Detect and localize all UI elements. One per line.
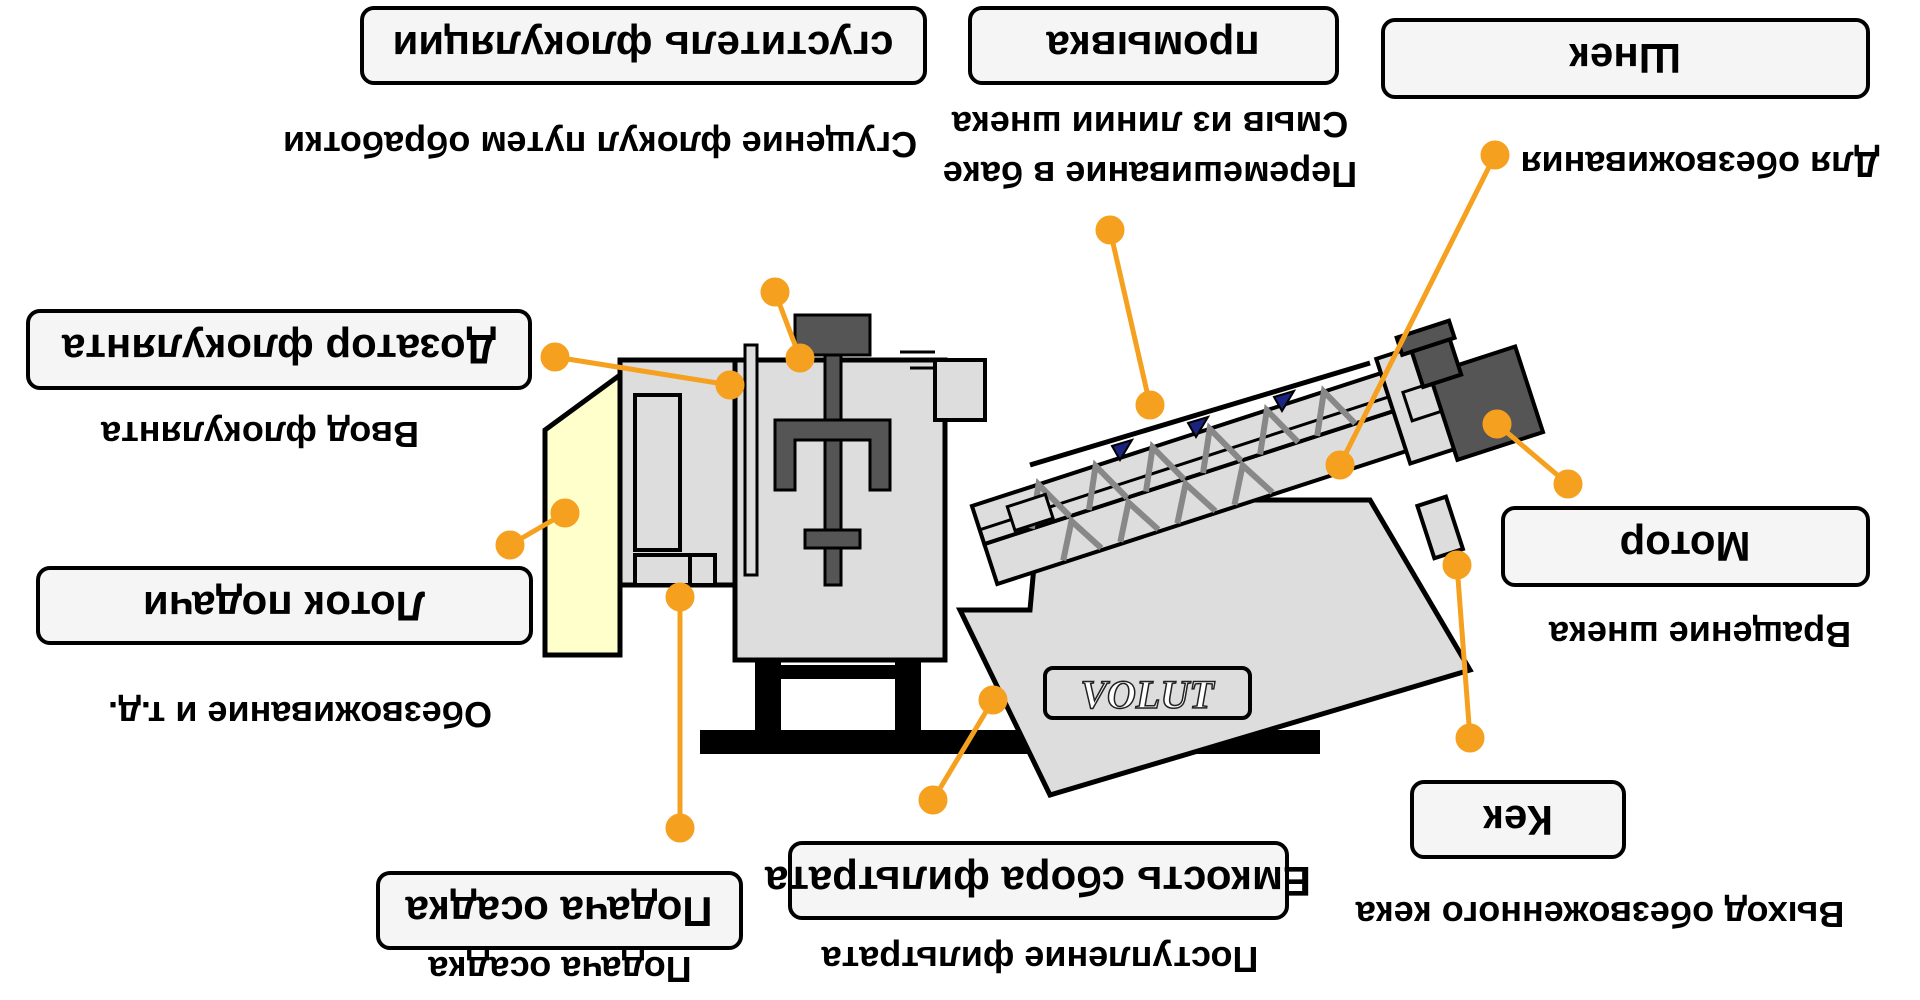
callout-dot-reactor-top <box>760 277 790 307</box>
desc-left-1: Ввод флокулянта <box>100 414 419 455</box>
callout-dot-spray <box>1135 390 1165 420</box>
callout-dot-flocculant-left <box>540 342 570 372</box>
desc-right-2: Вращение шнека <box>1548 614 1851 655</box>
spray-nozzle-2 <box>1186 415 1211 439</box>
callout-dot-flocculant <box>715 370 745 400</box>
drive-motor <box>1394 318 1546 463</box>
reactor-vent-lines <box>900 350 935 370</box>
reactor-side-box <box>933 358 987 422</box>
callout-dot-spray-top <box>1095 215 1125 245</box>
desc-top-1: Смыв из линии шнека <box>951 104 1348 145</box>
desc-bottom-2: Поступление фильтрата <box>821 939 1259 980</box>
label-box-bottom-mid: Емкость сбора фильтрата <box>764 841 1311 920</box>
desc-left-2: Обезвоживание и т.д. <box>108 694 492 735</box>
label-box-left-mid: Лоток подачи <box>36 566 533 645</box>
box-top-right-text: Шнек <box>1568 35 1681 82</box>
label-box-right-bottom: Кек <box>1410 780 1626 859</box>
separator-body <box>956 497 1474 799</box>
label-box-bottom-left: Подача осадка <box>376 871 743 950</box>
callout-dot-cake <box>1442 550 1472 580</box>
logo-plate <box>1043 666 1252 720</box>
label-box-left-top: Дозатор флокулянта <box>26 309 532 390</box>
callout-dot-hopper <box>550 498 580 528</box>
box-left-mid-text: Лоток подачи <box>143 583 425 630</box>
label-box-top-left: сгуститель флокуляции <box>360 6 927 85</box>
callout-dot-hopper-left <box>495 530 525 560</box>
callout-dot-reactor <box>785 343 815 373</box>
machine-illustration: VOLUT <box>542 313 1546 799</box>
box-top-left-text: сгуститель флокуляции <box>393 23 894 70</box>
callout-dot-screw <box>1325 450 1355 480</box>
desc-right-3: Выход обезвоженного кека <box>1355 894 1845 935</box>
reactor-paddle-bottom <box>803 528 862 550</box>
screw-flights <box>1028 385 1358 562</box>
box-left-top-text: Дозатор флокулянта <box>61 326 496 373</box>
label-box-top-right: Шнек <box>1381 18 1870 99</box>
spray-nozzle-1 <box>1110 438 1135 462</box>
reactor-paddle-frame <box>773 418 892 492</box>
reactor-shaft <box>823 353 843 587</box>
tank-leg-bar <box>755 665 921 679</box>
label-box-top-mid: промывка <box>968 6 1339 85</box>
screw-cylinder <box>969 334 1480 587</box>
callout-dot-cake-bottom <box>1455 723 1485 753</box>
callout-lines <box>495 140 1583 843</box>
desc-top-3: Сгущение флокул путем обработки <box>283 124 917 165</box>
callout-dot-filtrate <box>978 685 1008 715</box>
reactor-inner-pipe <box>743 343 759 577</box>
callout-dot-filtrate-bottom <box>918 785 948 815</box>
logo-text: VOLUT <box>1080 672 1215 717</box>
callout-dot-screw-top <box>1480 140 1510 170</box>
box-bottom-left-text: Подача осадка <box>405 888 713 935</box>
box-top-mid-text: промывка <box>1046 23 1260 70</box>
callout-dot-motor-right <box>1553 469 1583 499</box>
box-right-bottom-text: Кек <box>1482 797 1553 844</box>
screw-inlet-block <box>1005 492 1055 533</box>
cabinet-window <box>633 393 682 552</box>
spray-header <box>1029 360 1371 468</box>
tank-leg-right <box>895 650 921 735</box>
box-bottom-mid-text: Емкость сбора фильтрата <box>764 858 1311 905</box>
spray-nozzle-3 <box>1272 389 1297 413</box>
callout-dot-motor <box>1482 409 1512 439</box>
box-right-mid-text: Мотор <box>1620 523 1751 570</box>
cabinet-valve <box>688 553 717 587</box>
callout-dot-tray <box>665 582 695 612</box>
desc-top-2: Перемешивание в баке <box>943 154 1357 195</box>
desc-bottom-1: Подача осадка <box>427 949 691 990</box>
cake-chute <box>1414 494 1466 561</box>
tank-leg-left <box>755 650 781 735</box>
label-box-right-mid: Мотор <box>1501 506 1870 587</box>
feed-hopper <box>542 370 623 658</box>
desc-right-1: Для обезвоживания <box>1520 144 1879 185</box>
callout-dot-tray-bottom <box>665 813 695 843</box>
